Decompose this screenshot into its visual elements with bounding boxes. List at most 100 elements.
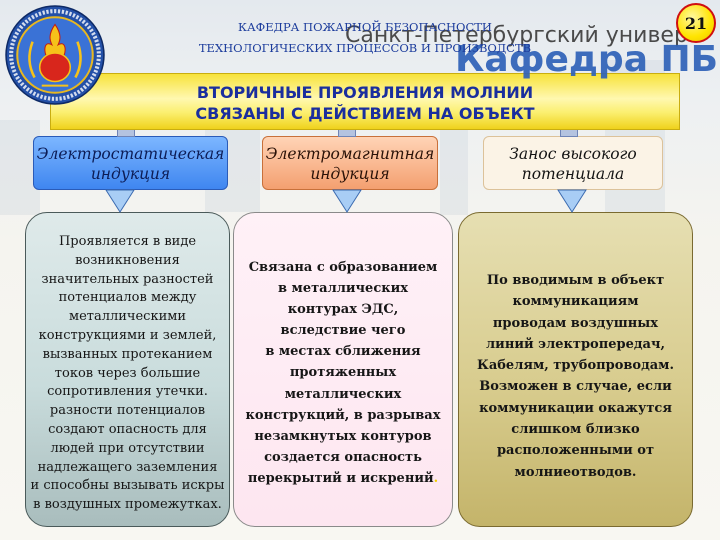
university-emblem-icon: [4, 4, 106, 106]
line-text: проводам воздушных: [493, 316, 658, 331]
line-text: протяженных: [290, 365, 396, 380]
line-text: надлежащего заземления: [38, 460, 218, 475]
description-line: металлическими: [26, 308, 229, 327]
line-text: потенциалов между: [59, 290, 197, 305]
line-text: контурах ЭДС,: [288, 302, 399, 317]
line-text: Электромагнитная: [266, 145, 435, 163]
description-line: потенциалов между: [26, 289, 229, 308]
description-line: слишком близко: [459, 419, 692, 440]
line-text: Электростатическая: [37, 145, 225, 163]
description-line: сопротивления утечки.: [26, 383, 229, 402]
description-line: Кабелям, трубопроводам.: [459, 355, 692, 376]
description-line: проводам воздушных: [459, 313, 692, 334]
description-line: линий электропередач,: [459, 334, 692, 355]
line-text: создают опасность для: [48, 422, 207, 437]
description-electromagnetic: Связана с образованием в металлических кон…: [233, 212, 453, 527]
description-line: Возможен в случае, если: [459, 376, 692, 397]
line-text: линий электропередач,: [486, 337, 665, 352]
line-text: перекрытий и искрений: [248, 471, 434, 486]
line-text: слишком близко: [511, 422, 639, 437]
category-line: индукция: [263, 164, 437, 184]
description-line: протяженных: [234, 362, 452, 383]
line-text: создается опасность: [264, 450, 422, 465]
category-line: Занос высокого: [484, 144, 662, 164]
line-text: разности потенциалов: [50, 403, 205, 418]
description-line: расположенными от: [459, 440, 692, 461]
description-line: возникновения: [26, 252, 229, 271]
university-emblem: [4, 4, 106, 106]
description-line: металлических: [234, 384, 452, 405]
description-line: в местах сближения: [234, 341, 452, 362]
arrow-down-icon: [106, 190, 134, 212]
arrow-down-icon: [558, 190, 586, 212]
category-line: потенциала: [484, 164, 662, 184]
category-electromagnetic: Электромагнитная индукция: [262, 136, 438, 190]
line-text: вследствие чего: [281, 323, 406, 338]
description-line: По вводимым в объект: [459, 270, 692, 291]
category-line: Электростатическая: [34, 144, 227, 164]
line-text: значительных разностей: [42, 272, 214, 287]
line-text: вызванных протеканием: [43, 347, 213, 362]
emblem-grenade: [40, 53, 71, 82]
connector: [560, 129, 578, 137]
line-text: в воздушных промежутках.: [33, 497, 222, 512]
line-text: Кабелям, трубопроводам.: [477, 358, 674, 373]
line-text: конструкциями и землей,: [39, 328, 217, 343]
description-line: конструкций, в разрывах: [234, 405, 452, 426]
description-line: коммуникациям: [459, 291, 692, 312]
description-line: создается опасность: [234, 447, 452, 468]
description-line: токов через большие: [26, 365, 229, 384]
slide-title-line-2: СВЯЗАНЫ С ДЕЙСТВИЕМ НА ОБЪЕКТ: [51, 103, 679, 124]
category-high-potential: Занос высокого потенциала: [483, 136, 663, 190]
description-high-potential: По вводимым в объект коммуникациям провода…: [458, 212, 693, 527]
slide-number-badge: 21: [676, 3, 716, 43]
line-text: в местах сближения: [265, 344, 420, 359]
line-text: потенциала: [522, 165, 625, 183]
line-text: индукция: [91, 165, 170, 183]
line-text: По вводимым в объект: [487, 273, 664, 288]
category-electrostatic: Электростатическая индукция: [33, 136, 228, 190]
line-text: металлических: [285, 387, 402, 402]
description-line: создают опасность для: [26, 421, 229, 440]
category-arrows: [0, 189, 720, 214]
line-text: Проявляется в виде: [59, 234, 196, 249]
description-line: вследствие чего: [234, 320, 452, 341]
description-line: разности потенциалов: [26, 402, 229, 421]
description-line: коммуникации окажутся: [459, 398, 692, 419]
description-line: вызванных протеканием: [26, 346, 229, 365]
description-line: Связана с образованием: [234, 257, 452, 278]
arrow-down-icon: [333, 190, 361, 212]
description-line: в металлических: [234, 278, 452, 299]
line-text: коммуникациям: [512, 294, 638, 309]
department-header-line-2: ТЕХНОЛОГИЧЕСКИХ ПРОЦЕССОВ И ПРОИЗВОДСТВ: [150, 38, 580, 59]
line-text: конструкций, в разрывах: [246, 408, 441, 423]
description-line: надлежащего заземления: [26, 459, 229, 478]
line-text: расположенными от: [497, 443, 654, 458]
description-line: в воздушных промежутках.: [26, 496, 229, 515]
connector: [338, 129, 356, 137]
connector: [117, 129, 135, 137]
description-line: конструкциями и землей,: [26, 327, 229, 346]
category-line: Электромагнитная: [263, 144, 437, 164]
department-header: КАФЕДРА ПОЖАРНОЙ БЕЗОПАСНОСТИ ТЕХНОЛОГИЧ…: [150, 17, 580, 59]
line-text: Связана с образованием: [249, 260, 438, 275]
line-text: металлическими: [69, 309, 186, 324]
line-text: возникновения: [75, 253, 180, 268]
line-text: незамкнутых контуров: [254, 429, 431, 444]
line-text: молниеотводов.: [515, 465, 637, 480]
description-line: контурах ЭДС,: [234, 299, 452, 320]
line-text: Занос высокого: [509, 145, 636, 163]
line-text: в металлических: [278, 281, 408, 296]
description-line: перекрытий и искрений.: [234, 468, 452, 489]
line-text: людей при отсутствии: [50, 441, 204, 456]
description-line: и способны вызывать искры: [26, 477, 229, 496]
category-line: индукция: [34, 164, 227, 184]
line-text: коммуникации окажутся: [479, 401, 672, 416]
line-text: и способны вызывать искры: [31, 478, 225, 493]
line-tail: .: [434, 471, 439, 486]
line-text: индукция: [310, 165, 389, 183]
description-line: незамкнутых контуров: [234, 426, 452, 447]
description-line: людей при отсутствии: [26, 440, 229, 459]
slide-title-line-1: ВТОРИЧНЫЕ ПРОЯВЛЕНИЯ МОЛНИИ: [51, 82, 679, 103]
